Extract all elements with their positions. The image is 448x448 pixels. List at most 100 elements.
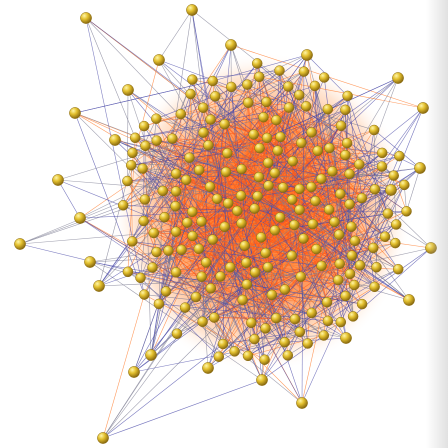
graph-node	[262, 133, 272, 143]
graph-edge	[103, 380, 262, 438]
graph-node	[335, 259, 345, 269]
graph-node	[249, 130, 259, 140]
graph-node	[287, 195, 297, 205]
graph-node	[238, 295, 248, 305]
graph-node	[254, 172, 264, 182]
graph-node	[128, 148, 138, 158]
graph-node	[149, 228, 159, 238]
graph-node	[250, 204, 260, 214]
graph-node	[152, 247, 162, 257]
graph-node	[123, 267, 133, 277]
graph-node	[118, 200, 128, 210]
graph-node	[210, 91, 220, 101]
graph-node	[220, 222, 230, 232]
graph-node	[425, 242, 436, 253]
graph-node	[182, 218, 192, 228]
graph-node	[389, 171, 399, 181]
graph-node	[206, 115, 216, 125]
graph-node	[198, 103, 208, 113]
graph-node	[197, 217, 207, 227]
graph-node	[343, 91, 353, 101]
graph-node	[222, 148, 232, 158]
graph-node	[186, 89, 196, 99]
graph-node	[336, 317, 346, 327]
graph-node	[145, 349, 156, 360]
graph-node	[171, 169, 181, 179]
graph-node	[327, 166, 337, 176]
graph-node	[176, 109, 186, 119]
graph-node	[218, 339, 228, 349]
graph-node	[355, 260, 365, 270]
graph-node	[392, 72, 403, 83]
graph-node	[208, 76, 218, 86]
graph-node	[275, 66, 285, 76]
graph-node	[372, 262, 382, 272]
graph-node	[122, 176, 132, 186]
graph-node	[394, 151, 404, 161]
graph-node	[138, 164, 148, 174]
graph-node	[237, 164, 247, 174]
graph-node	[187, 207, 197, 217]
graph-node	[295, 184, 305, 194]
graph-node	[198, 317, 208, 327]
graph-node	[172, 329, 182, 339]
graph-node	[240, 241, 250, 251]
graph-node	[402, 206, 412, 216]
graph-edge	[103, 295, 144, 438]
graph-node	[296, 138, 306, 148]
graph-node	[127, 236, 137, 246]
graph-node	[208, 235, 218, 245]
graph-node	[377, 162, 387, 172]
graph-node	[296, 397, 307, 408]
graph-node	[126, 160, 136, 170]
graph-node	[223, 198, 233, 208]
graph-edge	[159, 10, 192, 60]
graph-node	[191, 292, 201, 302]
graph-node	[252, 58, 262, 68]
graph-node	[197, 272, 207, 282]
graph-node	[243, 351, 253, 361]
graph-node	[225, 262, 235, 272]
graph-node	[184, 153, 194, 163]
graph-node	[256, 374, 267, 385]
graph-node	[261, 248, 271, 258]
graph-node	[399, 180, 409, 190]
graph-node	[316, 174, 326, 184]
graph-node	[283, 350, 293, 360]
graph-node	[280, 337, 290, 347]
graph-node	[294, 90, 304, 100]
graph-node	[220, 119, 230, 129]
graph-node	[322, 297, 332, 307]
graph-node	[347, 251, 357, 261]
graph-node	[324, 143, 334, 153]
graph-node	[194, 165, 204, 175]
graph-node	[319, 331, 329, 341]
graph-node	[152, 136, 162, 146]
graph-node	[324, 205, 334, 215]
graph-node	[295, 327, 305, 337]
graph-node	[188, 231, 198, 241]
graph-node	[180, 303, 190, 313]
graph-node	[390, 238, 400, 248]
graph-node	[93, 280, 104, 291]
graph-node	[212, 194, 222, 204]
graph-node	[215, 272, 225, 282]
graph-node	[171, 186, 181, 196]
graph-node	[414, 162, 425, 173]
graph-node	[287, 251, 297, 261]
graph-node	[205, 182, 215, 192]
graph-node	[69, 107, 80, 118]
graph-node	[295, 205, 305, 215]
graph-node	[341, 291, 351, 301]
graph-node	[74, 212, 85, 223]
graph-node	[275, 132, 285, 142]
graph-node	[368, 243, 378, 253]
graph-node	[311, 244, 321, 254]
graph-node	[254, 72, 264, 82]
graph-node	[267, 290, 277, 300]
graph-node	[345, 269, 355, 279]
graph-node	[370, 184, 380, 194]
graph-node	[270, 225, 280, 235]
graph-node	[250, 267, 260, 277]
graph-node	[171, 267, 181, 277]
